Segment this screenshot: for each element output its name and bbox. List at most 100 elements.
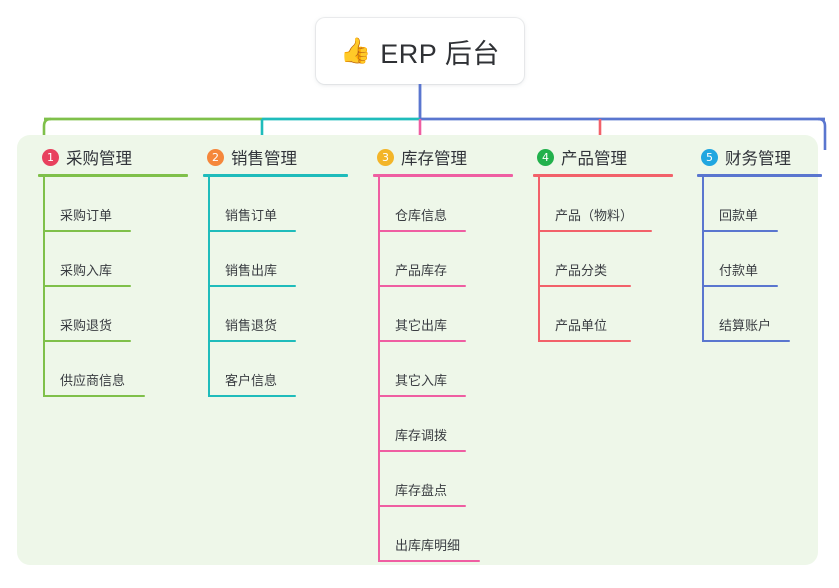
branch-item[interactable]: 产品（物料） (533, 177, 673, 232)
branch-item[interactable]: 销售订单 (203, 177, 348, 232)
branch-column-1: 1 采购管理采购订单采购入库采购退货供应商信息 (38, 146, 188, 397)
branch-number-badge: 2 (207, 148, 224, 166)
thumbs-up-icon: 👍 (340, 36, 372, 65)
branch-item[interactable]: 销售退货 (203, 287, 348, 342)
branch-item[interactable]: 销售出库 (203, 232, 348, 287)
branch-item[interactable]: 产品分类 (533, 232, 673, 287)
branch-column-2: 2 销售管理销售订单销售出库销售退货客户信息 (203, 146, 348, 397)
branch-header-1[interactable]: 1 采购管理 (38, 146, 188, 168)
branch-column-5: 5 财务管理回款单付款单结算账户 (697, 146, 822, 342)
branch-item-label: 销售出库 (225, 263, 278, 278)
branch-item-label: 库存调拨 (395, 428, 448, 443)
branch-item-label: 销售订单 (225, 208, 278, 223)
branch-item-label: 产品（物料） (555, 208, 634, 223)
branch-item-label: 出库库明细 (395, 538, 461, 553)
branch-item[interactable]: 仓库信息 (373, 177, 513, 232)
branch-item-rule (378, 230, 466, 232)
branch-item-rule (43, 340, 131, 342)
branch-number-badge: 4 (537, 148, 554, 166)
branch-header-rule (203, 174, 348, 177)
branch-header-2[interactable]: 2 销售管理 (203, 146, 348, 168)
branch-item-rule (43, 230, 131, 232)
branch-item-rule (378, 340, 466, 342)
branch-item[interactable]: 客户信息 (203, 342, 348, 397)
branch-item-label: 采购退货 (60, 318, 113, 333)
branch-item-label: 供应商信息 (60, 373, 126, 388)
branch-item-rule (208, 285, 296, 287)
branch-header-rule (697, 174, 822, 177)
branch-item[interactable]: 产品单位 (533, 287, 673, 342)
branch-spine (378, 177, 380, 562)
branch-item-label: 付款单 (719, 263, 759, 278)
branch-item[interactable]: 其它入库 (373, 342, 513, 397)
branch-item-rule (43, 285, 131, 287)
branch-item[interactable]: 采购退货 (38, 287, 188, 342)
root-node-card[interactable]: 👍 ERP 后台 (316, 18, 524, 84)
branch-item-label: 产品单位 (555, 318, 608, 333)
branch-number-badge: 5 (701, 148, 718, 166)
branch-item-label: 采购订单 (60, 208, 113, 223)
branch-item[interactable]: 库存盘点 (373, 452, 513, 507)
branches-panel (17, 135, 818, 565)
branch-number-badge: 1 (42, 148, 59, 166)
branch-items: 采购订单采购入库采购退货供应商信息 (38, 177, 188, 397)
branch-item-rule (702, 230, 778, 232)
branch-item-label: 产品分类 (555, 263, 608, 278)
branch-item[interactable]: 回款单 (697, 177, 822, 232)
branch-header-rule (38, 174, 188, 177)
branch-item[interactable]: 其它出库 (373, 287, 513, 342)
branch-item-label: 采购入库 (60, 263, 113, 278)
branch-item[interactable]: 产品库存 (373, 232, 513, 287)
branch-items: 销售订单销售出库销售退货客户信息 (203, 177, 348, 397)
branch-header-rule (373, 174, 513, 177)
branch-header-5[interactable]: 5 财务管理 (697, 146, 822, 168)
branch-column-3: 3 库存管理仓库信息产品库存其它出库其它入库库存调拨库存盘点出库库明细 (373, 146, 513, 562)
branch-item-rule (378, 395, 466, 397)
branch-header-4[interactable]: 4 产品管理 (533, 146, 673, 168)
branch-item-rule (538, 230, 652, 232)
branch-item-label: 客户信息 (225, 373, 278, 388)
branch-item-label: 其它入库 (395, 373, 448, 388)
branch-spine (538, 177, 540, 342)
branch-item-rule (378, 285, 466, 287)
branch-item-rule (208, 340, 296, 342)
branch-item-rule (208, 395, 296, 397)
branch-item[interactable]: 供应商信息 (38, 342, 188, 397)
branch-title: 销售管理 (231, 150, 297, 168)
branch-item-label: 库存盘点 (395, 483, 448, 498)
branch-item-rule (43, 395, 145, 397)
branch-item-label: 销售退货 (225, 318, 278, 333)
branch-item-label: 产品库存 (395, 263, 448, 278)
branch-title: 采购管理 (66, 150, 132, 168)
branch-title: 库存管理 (401, 150, 467, 168)
branch-title: 产品管理 (561, 150, 627, 168)
branch-item-label: 其它出库 (395, 318, 448, 333)
branch-column-4: 4 产品管理产品（物料） 产品分类产品单位 (533, 146, 673, 342)
branch-item-label: 仓库信息 (395, 208, 448, 223)
branch-item[interactable]: 出库库明细 (373, 507, 513, 562)
branch-header-rule (533, 174, 673, 177)
branch-item-rule (378, 505, 466, 507)
branch-item-label: 结算账户 (719, 318, 772, 333)
branch-item-rule (702, 285, 778, 287)
branch-item-rule (208, 230, 296, 232)
branch-item[interactable]: 结算账户 (697, 287, 822, 342)
branch-item-rule (378, 560, 480, 562)
branch-items: 仓库信息产品库存其它出库其它入库库存调拨库存盘点出库库明细 (373, 177, 513, 562)
branch-number-badge: 3 (377, 148, 394, 166)
branch-spine (43, 177, 45, 397)
branch-item[interactable]: 采购入库 (38, 232, 188, 287)
branch-item-label: 回款单 (719, 208, 759, 223)
branch-spine (702, 177, 704, 342)
root-node-title: ERP 后台 (380, 38, 500, 69)
branch-item[interactable]: 库存调拨 (373, 397, 513, 452)
branch-spine (208, 177, 210, 397)
branch-header-3[interactable]: 3 库存管理 (373, 146, 513, 168)
branch-items: 产品（物料） 产品分类产品单位 (533, 177, 673, 342)
branch-item-rule (378, 450, 466, 452)
branch-item[interactable]: 采购订单 (38, 177, 188, 232)
branch-title: 财务管理 (725, 150, 791, 168)
branch-item[interactable]: 付款单 (697, 232, 822, 287)
branch-item-rule (538, 340, 631, 342)
branch-item-rule (702, 340, 790, 342)
